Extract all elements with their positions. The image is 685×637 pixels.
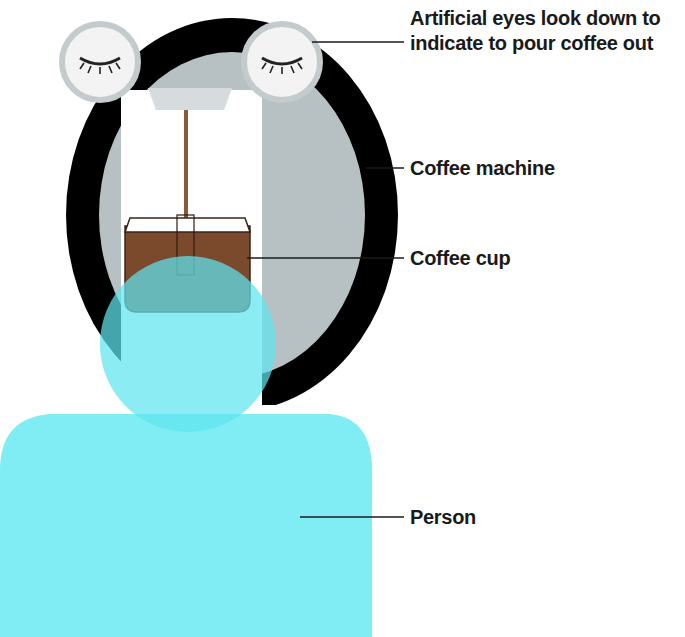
part-label: Coffee machine [410, 156, 678, 181]
eyelashes [262, 63, 302, 74]
eyelid [80, 58, 120, 64]
leader-line [312, 41, 404, 43]
part-label: Artificial eyes look down to indicate to… [410, 6, 678, 56]
leader-line [366, 167, 404, 169]
person-head [100, 256, 276, 432]
person-body [0, 414, 372, 637]
artificial-eye [244, 24, 320, 100]
leader-line [247, 257, 404, 259]
coffee-spout-head [148, 88, 232, 110]
part-label: Coffee cup [410, 246, 678, 271]
leader-lines [247, 42, 404, 517]
part-label: Person [410, 505, 678, 530]
eye-ball [244, 24, 320, 100]
artificial-eye [62, 24, 138, 100]
eyelid [262, 58, 302, 64]
eye-ball [62, 24, 138, 100]
eyelashes [80, 63, 120, 74]
leader-line [300, 516, 404, 518]
cup-lid [125, 218, 250, 232]
